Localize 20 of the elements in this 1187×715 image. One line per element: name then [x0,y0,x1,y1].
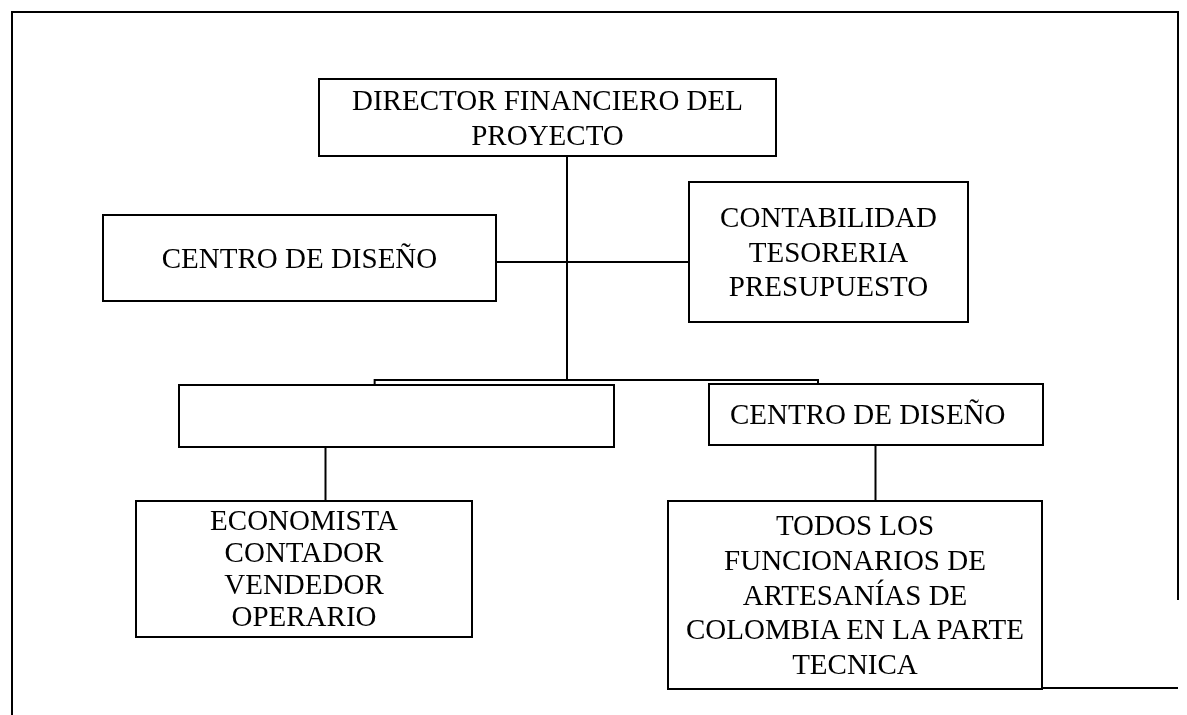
org-box [688,181,969,323]
box-text: TESORERIA [747,234,910,270]
box-text: OPERARIO [230,600,378,633]
box-text: TODOS LOS FUNCIONARIOS DE ARTESANÍAS DE COLOMBIA EN LA PARTE TECNICA [685,508,1025,682]
org-box [135,500,473,638]
box-text: DIRECTOR FINANCIERO DEL PROYECTO [351,82,744,153]
box-text: ECONOMISTA [209,505,399,538]
org-box [102,214,497,302]
org-box [708,383,1044,446]
org-box [318,78,777,157]
box-text: VENDEDOR [223,569,385,601]
box-text: CONTABILIDAD [719,199,938,235]
box-text: CENTRO DE DISEÑO [160,240,439,276]
box-shape [178,384,615,448]
box-text: CONTADOR [223,537,385,569]
box-text: PRESUPUESTO [727,269,930,305]
box-text: CENTRO DE DISEÑO [730,397,1006,432]
connector-line [874,445,877,501]
org-box [667,500,1043,690]
connector-line [324,447,327,501]
